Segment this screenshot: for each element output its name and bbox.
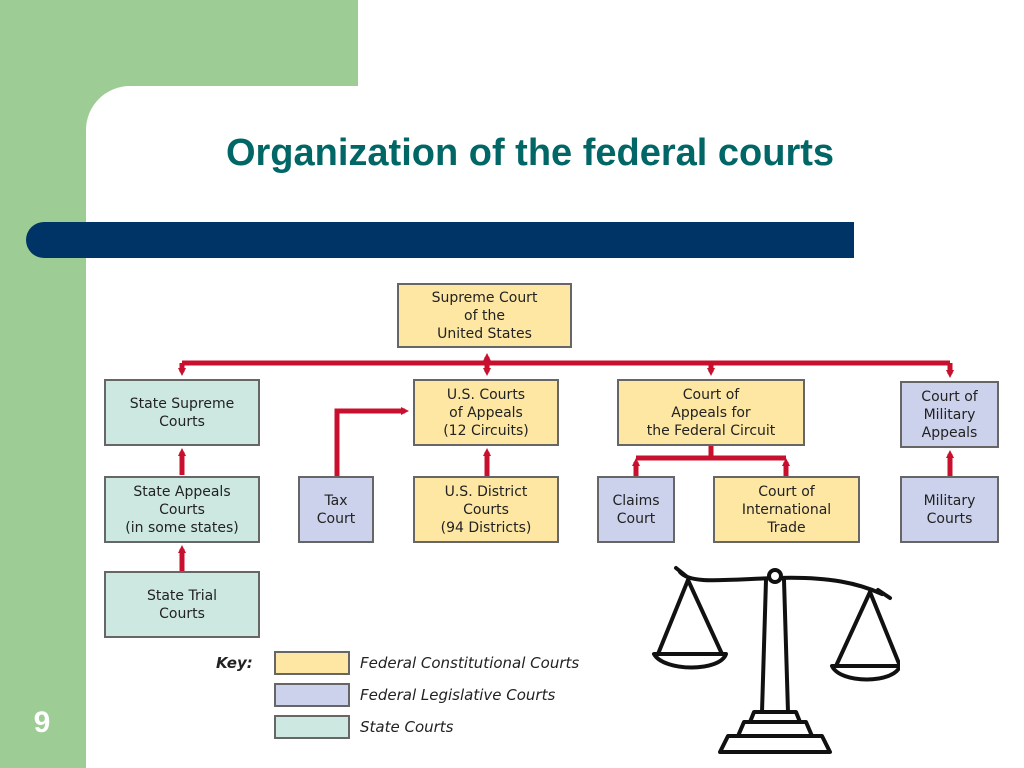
key-swatch-state	[274, 715, 350, 739]
state-appeals-courts-box: State Appeals Courts (in some states)	[104, 476, 260, 543]
us-district-courts-box: U.S. District Courts (94 Districts)	[413, 476, 559, 543]
us-courts-of-appeals-box: U.S. Courts of Appeals (12 Circuits)	[413, 379, 559, 446]
international-trade-court-box: Court of International Trade	[713, 476, 860, 543]
key-label: Key:	[216, 654, 253, 672]
military-appeals-box: Court of Military Appeals	[900, 381, 999, 448]
tax-court-box: Tax Court	[298, 476, 374, 543]
key-swatch-legislative	[274, 683, 350, 707]
federal-circuit-appeals-box: Court of Appeals for the Federal Circuit	[617, 379, 805, 446]
scales-of-justice-icon	[652, 566, 900, 754]
key-text-state: State Courts	[360, 718, 454, 736]
state-supreme-courts-box: State Supreme Courts	[104, 379, 260, 446]
key-swatch-constitutional	[274, 651, 350, 675]
claims-court-box: Claims Court	[597, 476, 675, 543]
key-text-constitutional: Federal Constitutional Courts	[360, 654, 580, 672]
state-trial-courts-box: State Trial Courts	[104, 571, 260, 638]
title-underline-bar	[26, 222, 854, 258]
key-text-legislative: Federal Legislative Courts	[360, 686, 556, 704]
supreme-court-box: Supreme Court of the United States	[397, 283, 572, 348]
military-courts-box: Military Courts	[900, 476, 999, 543]
connector-tax-to-appeals	[334, 407, 409, 476]
slide-number: 9	[33, 706, 51, 739]
slide-title: Organization of the federal courts	[225, 132, 835, 174]
